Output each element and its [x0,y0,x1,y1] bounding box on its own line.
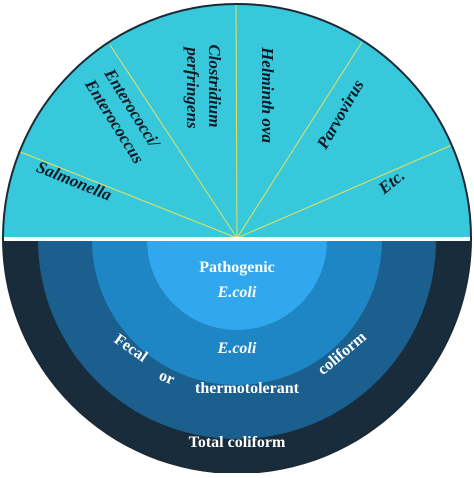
sector-label-helminth: Helminth ova [258,46,277,143]
pathogenic-label: Pathogenic [199,259,275,276]
pathogenic-ecoli-label: E.coli [217,284,257,301]
sector-divider [109,44,238,239]
sector-label-clostridium: Clostridium perfringens [183,44,224,131]
sector-divider [236,144,453,239]
sector-divider [17,150,238,239]
sector-divider [235,3,238,239]
total-coliform-label: Total coliform [189,434,286,451]
pathogenic-ecoli-ring [147,240,327,330]
sector-dividers [17,3,453,239]
sector-divider [236,41,363,239]
fecal-word-2: or [156,367,176,388]
diagram-outline [2,3,472,473]
fecal-word-3: thermotolerant [195,380,300,397]
ecoli-label: E.coli [217,340,257,357]
